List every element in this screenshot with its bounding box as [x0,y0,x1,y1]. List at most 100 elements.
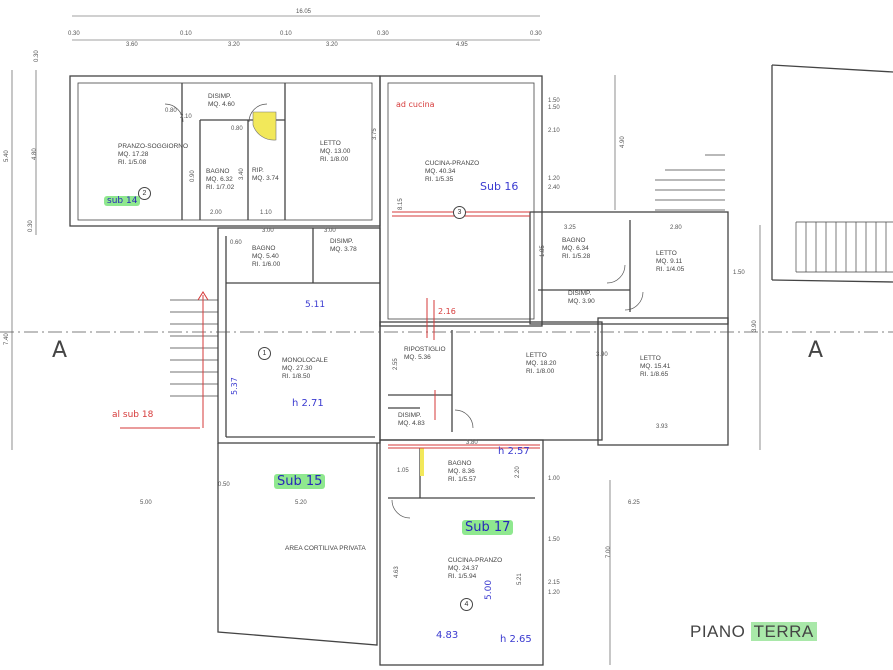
room-area: MQ. 9.11 [656,258,683,266]
room-ri: RI. 1/8.50 [282,373,311,381]
room-ri: RI. 1/8.00 [526,368,555,376]
dimension-misc: 3.90 [596,352,608,358]
dimension-misc: 4.63 [394,566,400,578]
dimension-misc: 1.85 [540,245,546,257]
dimension-top: 0.30 [530,31,542,37]
dimension-misc: 1.20 [548,176,560,182]
room-label-bagno3: BAGNO MQ. 6.34 RI. 1/5.28 [562,237,590,261]
room-label-letto3: LETTO MQ. 18.20 RI. 1/8.00 [526,352,556,376]
section-mark-left: A [52,338,68,363]
annotation-h257: h 2.57 [498,446,530,457]
room-name: DISIMP. [568,290,592,297]
room-area: MQ. 6.32 [206,176,233,184]
room-label-rip: RIP. MQ. 3.74 [252,167,279,183]
room-ri: RI. 1/8.00 [320,156,349,164]
room-label-bagno2: BAGNO MQ. 5.40 RI. 1/6.00 [252,245,280,269]
room-label-corte: AREA CORTILIVA PRIVATA [285,545,366,553]
room-area: MQ. 15.41 [640,363,671,371]
unit-number-badge: 1 [258,347,271,360]
room-area: MQ. 24.37 [448,565,479,573]
dimension-misc: 5.00 [140,500,152,506]
room-name: DISIMP. [330,238,354,245]
drawing-title: PIANO TERRA [690,622,817,642]
room-area: MQ. 5.36 [404,354,431,362]
room-ri: RI. 1/7.02 [206,184,235,192]
title-part1: PIANO [690,622,746,641]
room-label-disimp4: DISIMP. MQ. 4.83 [398,412,425,428]
room-name: AREA CORTILIVA PRIVATA [285,545,366,552]
annotation-h271: h 2.71 [292,398,324,409]
dimension-misc: 3.40 [239,168,245,180]
dimension-misc: 3.93 [656,424,668,430]
room-label-disimp1: DISIMP. MQ. 4.60 [208,93,235,109]
dimension-misc: 0.80 [165,108,177,114]
annotation-alsub18: al sub 18 [112,410,154,420]
dimension-misc: 0.80 [231,126,243,132]
dimension-misc: 1.00 [548,476,560,482]
room-area: MQ. 3.78 [330,246,357,254]
room-label-letto1: LETTO MQ. 13.00 RI. 1/8.00 [320,140,350,164]
dimension-top: 3.20 [326,42,338,48]
dimension-misc: 3.80 [466,440,478,446]
unit-number-badge: 3 [453,206,466,219]
annotation-511: 5.11 [305,300,326,310]
dimension-top: 0.30 [68,31,80,37]
dimension-left: 7.40 [4,333,10,345]
dimension-misc: 2.55 [393,358,399,370]
room-name: CUCINA-PRANZO [425,160,480,167]
room-name: BAGNO [252,245,276,252]
dimension-misc: 5.21 [517,573,523,585]
room-name: BAGNO [448,460,472,467]
room-name: LETTO [656,250,677,257]
room-label-cucina1: CUCINA-PRANZO MQ. 40.34 RI. 1/5.35 [425,160,479,184]
room-label-disimp2: DISIMP. MQ. 3.78 [330,238,357,254]
room-name: DISIMP. [398,412,422,419]
room-label-bagno1: BAGNO MQ. 6.32 RI. 1/7.02 [206,168,234,192]
annotation-sub15: Sub 15 [274,474,326,489]
dimension-misc: 0.50 [218,482,230,488]
dimension-misc: 2.10 [180,114,192,120]
dimension-misc: 1.20 [548,590,560,596]
dimension-misc: 3.00 [262,228,274,234]
room-name: BAGNO [206,168,230,175]
annotation-483: 4.83 [436,630,459,641]
dimension-misc: 1.50 [548,537,560,543]
room-label-pranzo: PRANZO-SOGGIORNO MQ. 17.28 RI. 1/5.08 [118,143,188,167]
room-ri: RI. 1/5.28 [562,253,591,261]
dimension-misc: 2.80 [670,225,682,231]
room-label-bagno4: BAGNO MQ. 8.36 RI. 1/5.57 [448,460,476,484]
yellow-highlight [252,111,277,141]
dimension-right: 4.90 [620,136,626,148]
dimension-right: 7.00 [606,546,612,558]
room-area: MQ. 4.83 [398,420,425,428]
room-area: MQ. 13.00 [320,148,351,156]
dimension-misc: 1.50 [733,270,745,276]
room-label-ripostiglio: RIPOSTIGLIO MQ. 5.36 [404,346,446,362]
room-area: MQ. 6.34 [562,245,589,253]
dimension-left: 0.30 [28,220,34,232]
yellow-highlight [420,448,424,476]
room-area: MQ. 17.28 [118,151,149,159]
room-area: MQ. 3.74 [252,175,279,183]
annotation-sub16: Sub 16 [480,180,519,193]
room-area: MQ. 8.36 [448,468,475,476]
dimension-top: 0.10 [180,31,192,37]
room-name: RIP. [252,167,264,174]
room-name: DISIMP. [208,93,232,100]
plan-walls [11,15,893,666]
room-label-letto4: LETTO MQ. 15.41 RI. 1/8.65 [640,355,670,379]
room-area: MQ. 40.34 [425,168,456,176]
dimension-misc: 1.50 [548,98,560,104]
room-area: MQ. 5.40 [252,253,279,261]
dimension-misc: 0.90 [190,170,196,182]
dimension-misc: 2.15 [548,580,560,586]
dimension-misc: 2.20 [515,466,521,478]
annotation-sub14: sub 14 [104,196,141,206]
dimension-misc: 3.00 [324,228,336,234]
dimension-top: 0.30 [377,31,389,37]
dimension-top: 0.10 [280,31,292,37]
annotation-216: 2.16 [438,307,456,316]
room-ri: RI. 1/6.00 [252,261,281,269]
annotation-cucina-red: ad cucina [396,100,435,109]
